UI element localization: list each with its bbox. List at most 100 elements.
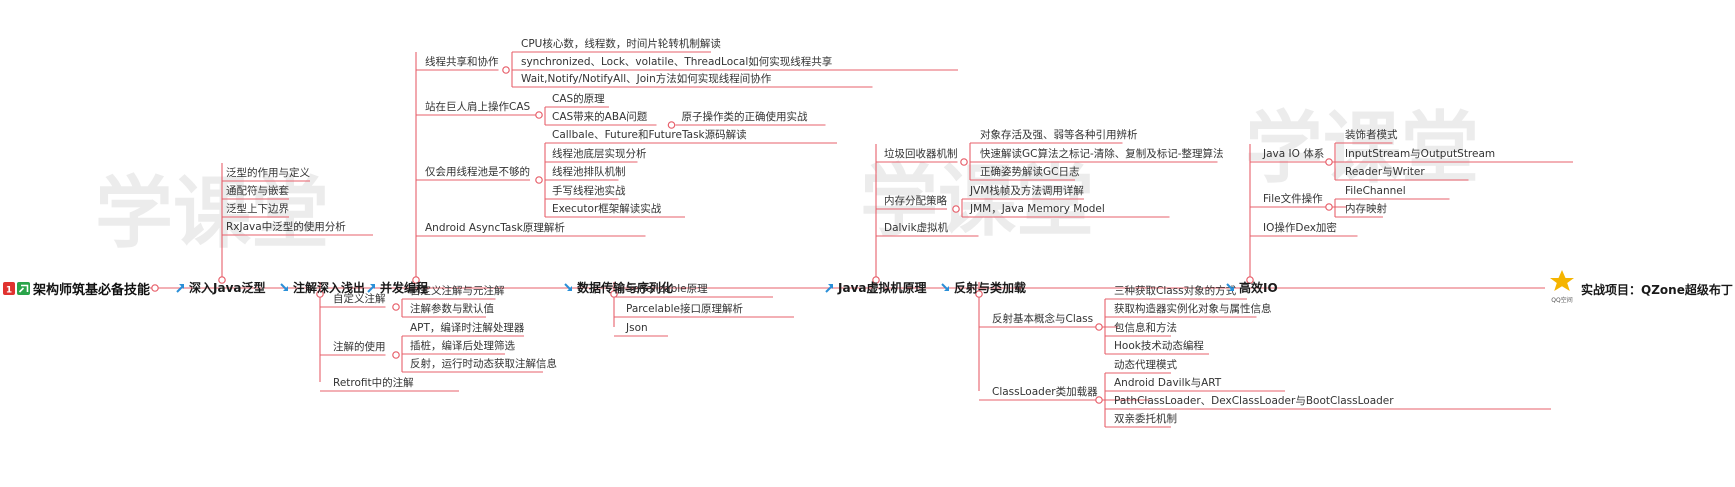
branch-6[interactable]: 反射与类加载 [954, 280, 1026, 295]
collapse-knob[interactable] [535, 111, 543, 119]
subtopic-6-2-2[interactable]: Android Davilk与ART [1114, 377, 1222, 389]
qzone-star-icon [1550, 270, 1574, 291]
collapse-knob[interactable] [1246, 276, 1254, 284]
topic-1-3[interactable]: 泛型上下边界 [226, 202, 289, 215]
subtopic-3-1-2[interactable]: synchronized、Lock、volatile、ThreadLocal如何… [521, 55, 832, 68]
collapse-knob[interactable] [975, 290, 983, 298]
topic-7-3[interactable]: IO操作Dex加密 [1263, 221, 1337, 234]
logo-caption: QQ空间 [1551, 296, 1572, 304]
topic-4-3[interactable]: Json [625, 322, 648, 334]
branch-1[interactable]: 深入Java泛型 [189, 280, 265, 295]
subtopic-6-1-2[interactable]: 获取构造器实例化对象与属性信息 [1114, 302, 1272, 315]
subtopic-3-3-4[interactable]: 手写线程池实战 [552, 184, 626, 197]
collapse-knob[interactable] [412, 276, 420, 284]
topic-3-1[interactable]: 线程共享和协作 [425, 55, 499, 68]
topic-2-3[interactable]: Retrofit中的注解 [333, 376, 414, 389]
collapse-knob[interactable] [1325, 203, 1333, 211]
branch-5[interactable]: Java虚拟机原理 [837, 280, 926, 295]
topic-3-3[interactable]: 仅会用线程池是不够的 [425, 165, 530, 178]
subtopic-3-3-5[interactable]: Executor框架解读实战 [552, 202, 662, 215]
subtopic-7-1-2[interactable]: InputStream与OutputStream [1345, 148, 1495, 160]
subtopic-3-2-2[interactable]: CAS带来的ABA问题 [552, 110, 648, 123]
topic-7-2[interactable]: File文件操作 [1263, 192, 1323, 205]
subtopic-2-2-3[interactable]: 反射，运行时动态获取注解信息 [410, 357, 557, 370]
collapse-knob[interactable] [952, 205, 960, 213]
subtopic-3-3-1[interactable]: Callbale、Future和FutureTask源码解读 [552, 128, 747, 141]
topic-1-2[interactable]: 通配符与嵌套 [226, 184, 289, 197]
branch-4[interactable]: 数据传输与序列化 [577, 280, 673, 295]
subtopic-5-1-3[interactable]: 正确姿势解读GC日志 [980, 165, 1079, 178]
topic-7-1[interactable]: Java IO 体系 [1262, 148, 1324, 160]
watermark-text: 学课堂 [95, 169, 329, 259]
subtopic-5-1-2[interactable]: 快速解读GC算法之标记-清除、复制及标记-整理算法 [980, 147, 1224, 160]
subtopic-6-1-3[interactable]: 包信息和方法 [1114, 321, 1177, 334]
subtopic-5-2-2[interactable]: JMM，Java Memory Model [969, 203, 1105, 215]
collapse-knob[interactable] [151, 284, 159, 292]
subtopic-6-2-1[interactable]: 动态代理模式 [1114, 358, 1177, 371]
topic-3-4[interactable]: Android AsyncTask原理解析 [425, 221, 565, 234]
subtopic-3-2-1[interactable]: CAS的原理 [552, 92, 605, 105]
topic-5-2[interactable]: 内存分配策略 [884, 194, 947, 207]
subtopic-3-1-1[interactable]: CPU核心数，线程数，时间片轮转机制解读 [521, 37, 721, 50]
collapse-knob[interactable] [872, 276, 880, 284]
topic-3-2[interactable]: 站在巨人肩上操作CAS [425, 100, 531, 113]
subtopic-6-1-1[interactable]: 三种获取Class对象的方式 [1114, 284, 1237, 297]
link-arrow-icon [367, 284, 375, 293]
subtopic-7-2-2[interactable]: 内存映射 [1345, 202, 1387, 215]
subtopic-3-3-2[interactable]: 线程池底层实现分析 [552, 147, 647, 160]
root-node[interactable]: 1 架构师筑基必备技能 [3, 282, 150, 298]
watermark-text: 学课堂 [860, 157, 1094, 247]
link-arrow-icon [280, 283, 288, 291]
subtopic-7-1-3[interactable]: Reader与Writer [1345, 166, 1425, 178]
final-node[interactable]: QQ空间 实战项目：QZone超级布丁 [1550, 270, 1733, 304]
branch-2[interactable]: 注解深入浅出 [293, 280, 365, 295]
collapse-knob[interactable] [392, 303, 400, 311]
topic-1-4[interactable]: RxJava中泛型的使用分析 [226, 220, 346, 233]
topic-1-1[interactable]: 泛型的作用与定义 [226, 166, 310, 179]
subtopic-2-2-1[interactable]: APT，编译时注解处理器 [410, 321, 525, 334]
subtopic-3-3-3[interactable]: 线程池排队机制 [552, 165, 626, 178]
link-arrow-icon [564, 283, 572, 291]
topic-5-1[interactable]: 垃圾回收器机制 [884, 147, 958, 160]
collapse-knob[interactable] [218, 276, 226, 284]
subtopic-6-2-4[interactable]: 双亲委托机制 [1114, 412, 1177, 425]
watermark-text: 学课堂 [1245, 104, 1479, 194]
collapse-knob[interactable] [316, 290, 324, 298]
topic-2-1[interactable]: 自定义注解 [333, 292, 386, 305]
topic-4-1[interactable]: Serializable原理 [626, 283, 708, 295]
topic-2-2[interactable]: 注解的使用 [333, 340, 386, 353]
topic-4-2[interactable]: Parcelable接口原理解析 [626, 302, 744, 315]
priority-badge [3, 282, 15, 295]
topic-5-3[interactable]: Dalvik虚拟机 [884, 221, 949, 234]
collapse-knob[interactable] [1095, 323, 1103, 331]
link-arrow-icon [825, 284, 833, 293]
subtopic-2-1-2[interactable]: 注解参数与默认值 [410, 302, 494, 315]
subtopic-6-2-3[interactable]: PathClassLoader、DexClassLoader与BootClass… [1114, 395, 1394, 407]
subtopic-2-1-1[interactable]: 自定义注解与元注解 [410, 284, 505, 297]
collapse-knob[interactable] [960, 158, 968, 166]
subtopic-5-1-1[interactable]: 对象存活及强、弱等各种引用辨析 [980, 128, 1138, 141]
priority-number: 1 [6, 286, 12, 296]
leaf-topic[interactable]: 原子操作类的正确使用实战 [682, 110, 808, 123]
subtopic-7-1-1[interactable]: 装饰者模式 [1345, 128, 1398, 141]
link-arrow-icon [941, 283, 949, 291]
collapse-knob[interactable] [667, 121, 676, 129]
branch-3[interactable]: 并发编程 [380, 280, 428, 295]
topic-6-2[interactable]: ClassLoader类加载器 [992, 385, 1098, 398]
link-arrow-icon [176, 284, 184, 293]
collapse-knob[interactable] [535, 176, 543, 184]
collapse-knob[interactable] [392, 351, 400, 359]
collapse-knob[interactable] [502, 66, 510, 74]
subtopic-2-2-2[interactable]: 插桩，编译后处理筛选 [410, 339, 515, 352]
final-label: 实战项目：QZone超级布丁 [1581, 282, 1733, 297]
subtopic-7-2-1[interactable]: FileChannel [1345, 185, 1406, 197]
branch-7[interactable]: 高效IO [1239, 280, 1278, 295]
subtopic-6-1-4[interactable]: Hook技术动态编程 [1114, 339, 1204, 352]
topic-6-1[interactable]: 反射基本概念与Class [992, 312, 1093, 325]
subtopic-5-2-1[interactable]: JVM栈帧及方法调用详解 [969, 184, 1084, 197]
collapse-knob[interactable] [1095, 396, 1103, 404]
subtopic-3-1-3[interactable]: Wait,Notify/NotifyAll、Join方法如何实现线程间协作 [521, 72, 772, 85]
watermark: 学课堂 学课堂 学课堂 [95, 104, 1479, 259]
collapse-knob[interactable] [1325, 158, 1333, 166]
